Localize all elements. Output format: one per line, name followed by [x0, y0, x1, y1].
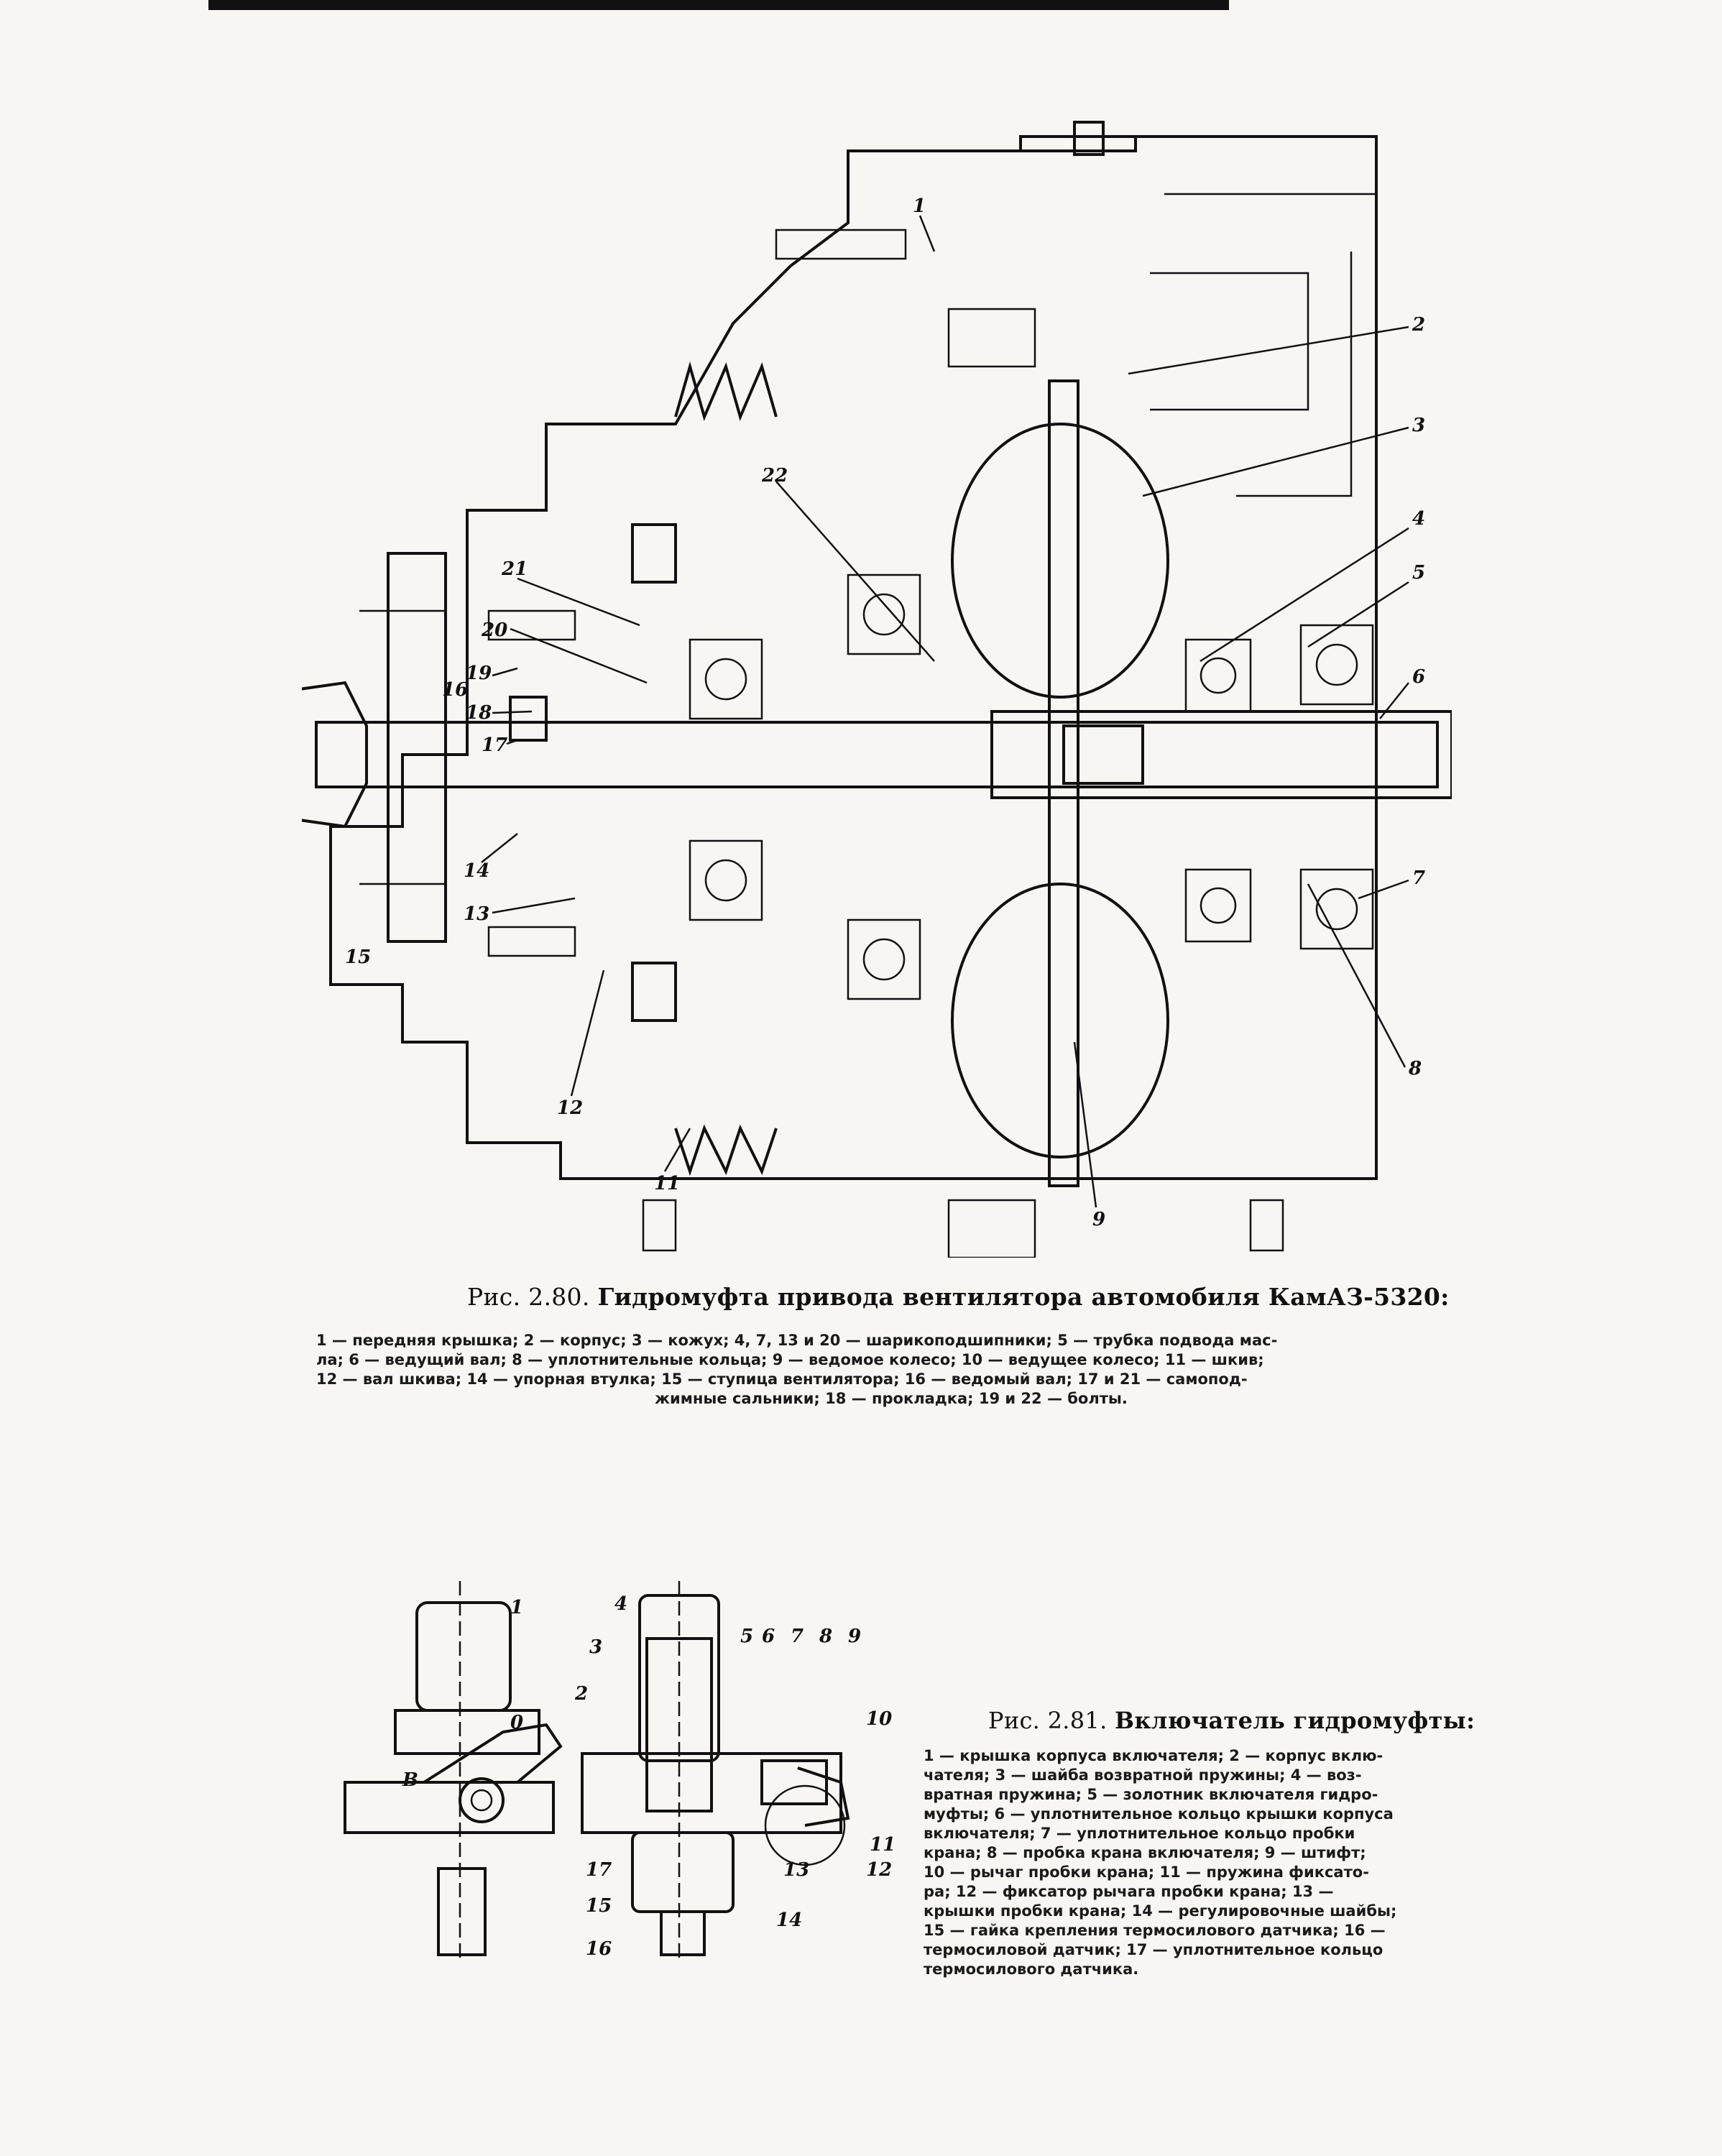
legend-line: 1 — передняя крышка; 2 — корпус; 3 — кож… [316, 1332, 1278, 1349]
svg-text:9: 9 [848, 1626, 861, 1647]
housing-outline [329, 135, 1378, 1180]
svg-text:17: 17 [482, 734, 507, 756]
seal-17 [509, 696, 548, 742]
svg-text:5: 5 [740, 1626, 753, 1647]
bearings [689, 573, 1374, 1000]
svg-text:17: 17 [586, 1859, 612, 1881]
legend-line: муфты; 6 — уплотнительное кольцо крышки … [924, 1805, 1394, 1823]
svg-text:19: 19 [466, 663, 492, 684]
caption-prefix: Рис. 2.81. [988, 1707, 1108, 1734]
svg-text:10: 10 [866, 1708, 892, 1730]
figure-2-80-caption: Рис. 2.80. Гидромуфта привода вентилятор… [467, 1283, 1450, 1311]
svg-text:12: 12 [866, 1859, 892, 1881]
legend-line: включателя; 7 — уплотнительное кольцо пр… [924, 1825, 1355, 1842]
svg-text:7: 7 [1412, 867, 1425, 889]
figure-2-80-legend: 1 — передняя крышка; 2 — корпус; 3 — кож… [316, 1331, 1466, 1409]
svg-text:16: 16 [586, 1938, 612, 1960]
coupling-torus-lower [951, 883, 1169, 1158]
svg-text:11: 11 [870, 1834, 895, 1856]
svg-text:6: 6 [1412, 666, 1425, 688]
svg-text:4: 4 [1412, 508, 1425, 530]
svg-text:2: 2 [574, 1683, 588, 1705]
thermo-nut-15 [631, 1831, 735, 1913]
svg-text:1: 1 [913, 195, 926, 217]
svg-text:2: 2 [1412, 314, 1425, 336]
svg-text:21: 21 [501, 558, 528, 580]
svg-text:7: 7 [791, 1626, 804, 1647]
legend-line: жимные сальники; 18 — прокладка; 19 и 22… [655, 1390, 1128, 1407]
coupling-torus-upper [951, 423, 1169, 699]
svg-text:13: 13 [464, 903, 489, 925]
svg-text:8: 8 [1408, 1058, 1422, 1079]
svg-text:4: 4 [614, 1593, 627, 1615]
legend-line: термосиловой датчик; 17 — уплотнительное… [924, 1941, 1383, 1958]
seal-21 [631, 523, 677, 584]
figure-2-80-drawing: 1 2 3 4 5 6 7 8 9 10 11 12 13 14 15 16 1… [302, 108, 1452, 1258]
legend-line: 1 — крышка корпуса включателя; 2 — корпу… [924, 1747, 1383, 1764]
caption-title: Гидромуфта привода вентилятора автомобил… [597, 1283, 1450, 1311]
legend-line: 12 — вал шкива; 14 — упорная втулка; 15 … [316, 1370, 1248, 1388]
part-labels: 1 2 3 4 5 6 7 8 9 10 11 12 13 14 15 16 1… [345, 195, 1425, 1230]
pulley-11 [674, 361, 778, 1176]
svg-text:20: 20 [481, 619, 507, 641]
caption-prefix: Рис. 2.80. [467, 1283, 590, 1311]
svg-text:18: 18 [466, 702, 492, 724]
figure-2-81-drawing: 1 0 B 4 3 2 5 6 7 8 9 10 11 12 13 14 15 … [338, 1581, 927, 1962]
svg-text:13: 13 [783, 1859, 809, 1881]
svg-text:8: 8 [819, 1626, 832, 1647]
svg-text:11: 11 [654, 1173, 680, 1194]
wheel-10-top [947, 308, 1036, 368]
legend-line: 15 — гайка крепления термосилового датчи… [924, 1922, 1386, 1939]
figure-2-81-caption: Рис. 2.81. Включатель гидромуфты: [988, 1707, 1475, 1734]
wheel-10-bottom [947, 1199, 1036, 1258]
legend-line: крана; 8 — пробка крана включателя; 9 — … [924, 1844, 1366, 1861]
legend-line: вратная пружина; 5 — золотник включателя… [924, 1786, 1378, 1803]
shaft-nut [302, 681, 368, 829]
svg-text:14: 14 [776, 1909, 802, 1931]
page-top-edge [208, 0, 1229, 10]
svg-text:B: B [402, 1769, 418, 1791]
drive-shaft-6 [990, 710, 1452, 799]
svg-text:3: 3 [589, 1636, 602, 1658]
seal-17-lower [631, 962, 677, 1022]
valve-body-section [581, 1752, 842, 1834]
svg-text:0: 0 [510, 1712, 523, 1733]
switch-cap-1 [415, 1601, 512, 1712]
top-bolt [1073, 121, 1105, 156]
legend-line: ла; 6 — ведущий вал; 8 — уплотнительные … [316, 1351, 1264, 1368]
svg-text:1: 1 [510, 1597, 523, 1618]
svg-text:9: 9 [1092, 1209, 1105, 1230]
fluid-coupling-svg: 1 2 3 4 5 6 7 8 9 10 11 12 13 14 15 16 1… [302, 121, 1452, 1258]
sensor-stub [437, 1867, 487, 1956]
svg-text:15: 15 [586, 1895, 612, 1917]
svg-text:5: 5 [1412, 562, 1425, 584]
figure-2-81-legend: 1 — крышка корпуса включателя; 2 — корпу… [924, 1746, 1484, 1979]
fan-hub-15 [387, 552, 447, 943]
svg-text:6: 6 [762, 1626, 775, 1647]
legend-line: крышки пробки крана; 14 — регулировочные… [924, 1902, 1397, 1920]
bolt-top [775, 229, 907, 260]
lever-pivot [459, 1777, 505, 1823]
legend-line: 10 — рычаг пробки крана; 11 — пружина фи… [924, 1864, 1369, 1881]
svg-text:12: 12 [557, 1097, 583, 1119]
driven-shaft-16 [315, 721, 1439, 788]
legend-line: чателя; 3 — шайба возвратной пружины; 4 … [924, 1766, 1362, 1784]
svg-text:22: 22 [761, 465, 788, 487]
svg-text:16: 16 [442, 679, 468, 701]
caption-title: Включатель гидромуфты: [1115, 1707, 1475, 1734]
switch-svg: 1 0 B 4 3 2 5 6 7 8 9 10 11 12 13 14 15 … [344, 1581, 895, 1962]
svg-text:3: 3 [1412, 415, 1425, 436]
bolt-19 [487, 609, 576, 641]
legend-line: ра; 12 — фиксатор рычага пробки крана; 1… [924, 1883, 1334, 1900]
svg-text:15: 15 [345, 946, 371, 968]
svg-text:14: 14 [464, 860, 489, 882]
switch-body-2 [638, 1594, 720, 1762]
legend-line: термосилового датчика. [924, 1961, 1139, 1978]
bolt-lower [487, 926, 576, 957]
